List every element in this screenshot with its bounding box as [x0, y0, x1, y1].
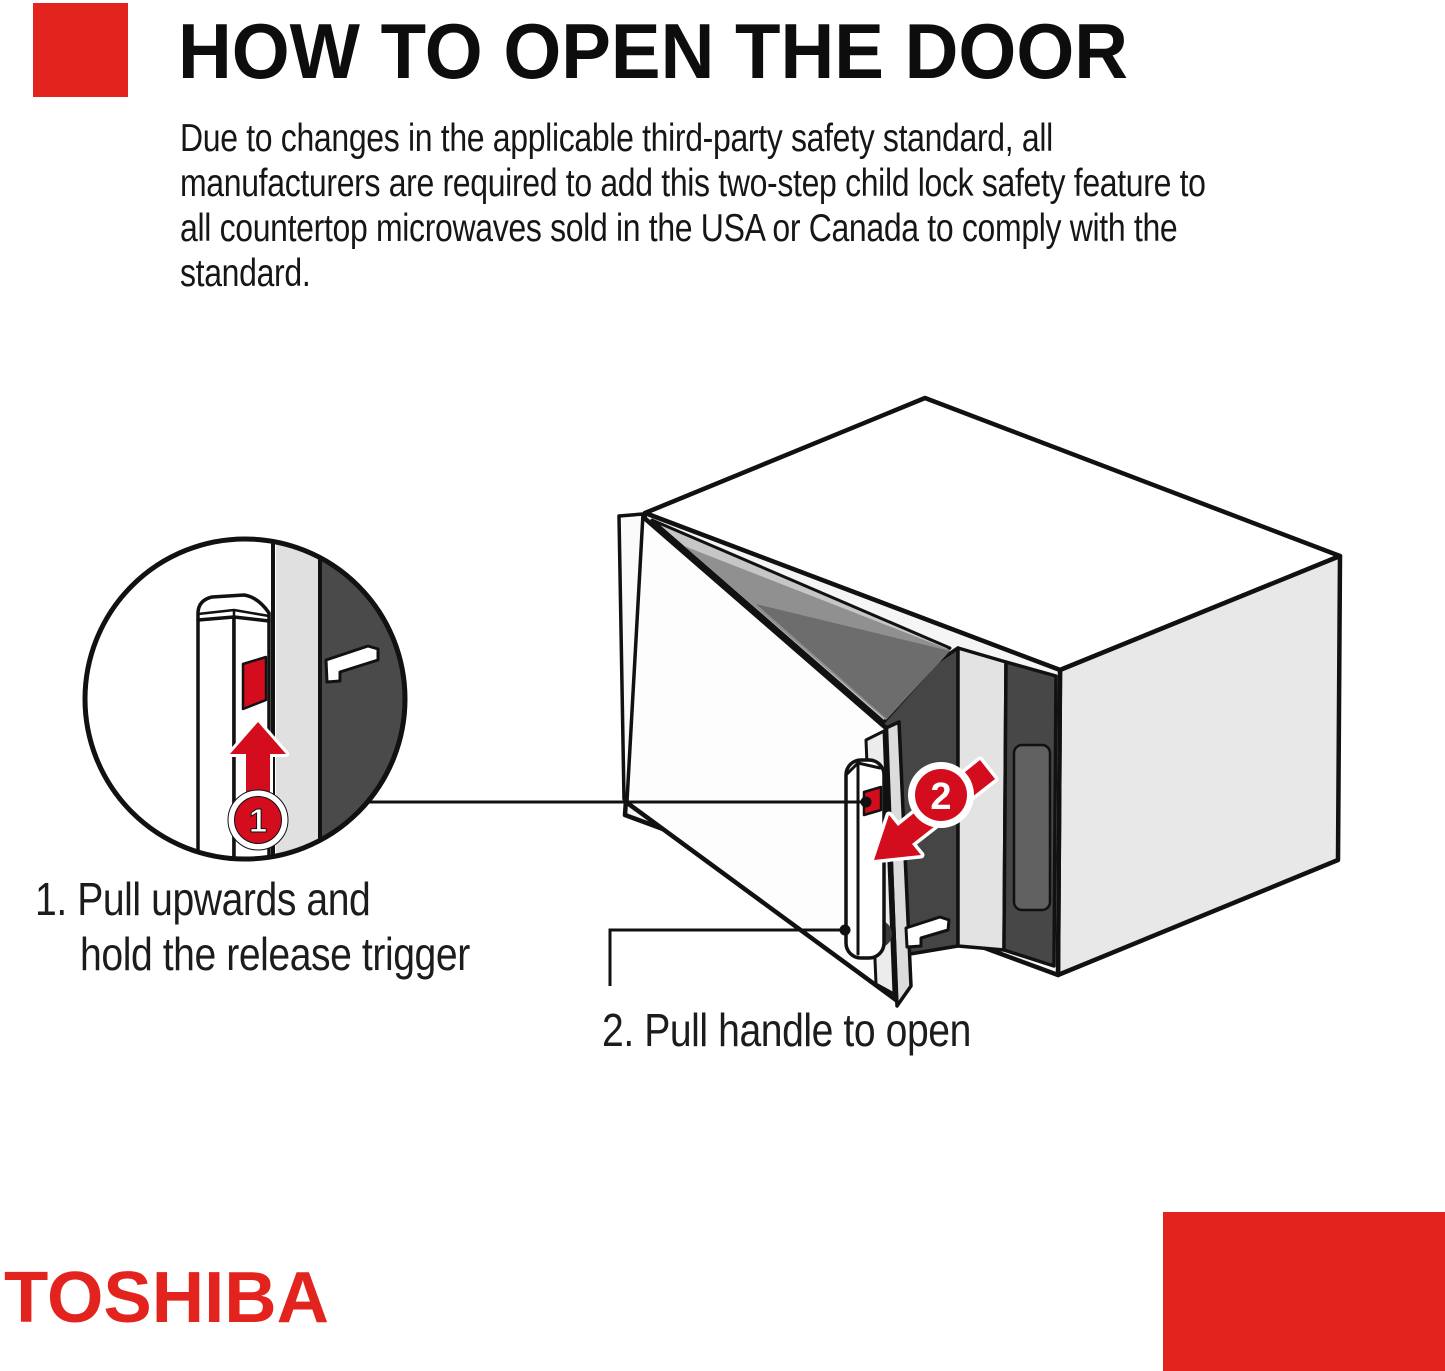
- intro-line-3: all countertop microwaves sold in the US…: [180, 207, 1178, 250]
- latch-hook: [904, 915, 951, 949]
- detail-release-trigger: [241, 655, 268, 711]
- step1-badge: 1: [227, 789, 289, 851]
- intro-line-2: manufacturers are required to add this t…: [180, 162, 1206, 205]
- detail-handle-cap: [196, 593, 271, 623]
- magnifier-circle: 1: [82, 536, 408, 862]
- step2-label: 2. Pull handle to open: [602, 1004, 971, 1056]
- intro-line-4: standard.: [180, 252, 311, 295]
- intro-paragraph: Due to changes in the applicable third-p…: [180, 116, 1206, 296]
- detail-cavity: [322, 539, 405, 859]
- step1-label: 1. Pull upwards and hold the release tri…: [35, 872, 470, 982]
- step1-label-line1: 1. Pull upwards and: [35, 873, 371, 925]
- connector-line-1: [366, 796, 872, 808]
- toshiba-logo-text: TOSHIBA: [4, 1264, 329, 1336]
- red-rect-accent: [1163, 1212, 1445, 1371]
- step1-badge-number: 1: [249, 802, 267, 839]
- detail-handle-front: [196, 615, 236, 859]
- frame-pillar-panel: [1012, 743, 1052, 912]
- connector-line-2: [608, 924, 851, 986]
- step2-badge: 2: [908, 762, 974, 828]
- page-title: HOW TO OPEN THE DOOR: [178, 7, 1128, 95]
- detail-latch-hook: [324, 644, 380, 684]
- red-square-accent: [33, 3, 128, 97]
- release-trigger: [862, 785, 883, 817]
- toshiba-logo: TOSHIBA: [4, 1264, 329, 1336]
- connector-dot-2: [839, 924, 851, 936]
- connector-dot-1: [860, 796, 872, 808]
- intro-line-1: Due to changes in the applicable third-p…: [180, 117, 1053, 160]
- microwave-illustration: [617, 395, 1343, 1008]
- step1-label-line2: hold the release trigger: [80, 928, 470, 980]
- step2-badge-number: 2: [930, 776, 951, 818]
- page-title-graphic: HOW TO OPEN THE DOOR: [178, 7, 1128, 95]
- door-gap-wedge-dark: [756, 604, 950, 719]
